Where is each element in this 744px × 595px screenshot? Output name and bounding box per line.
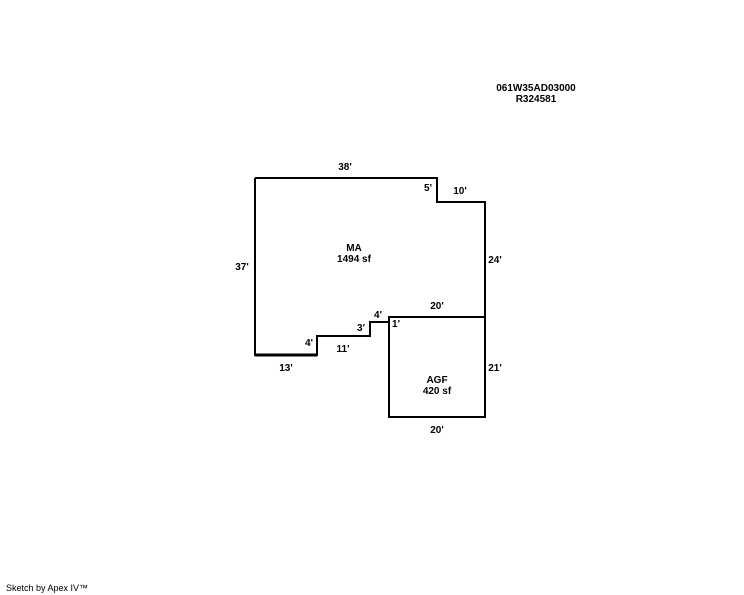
- dim-ma-step-down: 5': [424, 183, 432, 194]
- agf-outline: [388, 316, 486, 418]
- dim-jog-run2: 4': [374, 310, 382, 321]
- ma-outline: [254, 177, 486, 356]
- agf-area: 420 sf: [423, 386, 452, 397]
- software-credit: Sketch by Apex IV™: [6, 583, 89, 593]
- account-number: R324581: [516, 94, 557, 105]
- dim-agf-bottom: 20': [430, 425, 444, 436]
- dim-jog-up3: 1': [392, 319, 400, 330]
- dim-ma-right: 24': [488, 255, 502, 266]
- dim-jog-up1: 4': [305, 338, 313, 349]
- agf-label: AGF: [426, 375, 447, 386]
- ma-label: MA: [346, 243, 362, 254]
- dim-ma-step-right: 10': [453, 186, 467, 197]
- parcel-id: 061W35AD03000: [496, 83, 576, 94]
- dim-ma-top: 38': [338, 162, 352, 173]
- dim-agf-right: 21': [488, 363, 502, 374]
- dim-ma-bottom: 13': [279, 363, 293, 374]
- dim-agf-top: 20': [430, 301, 444, 312]
- ma-area: 1494 sf: [337, 254, 372, 265]
- dim-jog-up2: 3': [357, 323, 365, 334]
- dim-jog-run1: 11': [337, 344, 350, 355]
- dim-ma-left: 37': [235, 262, 249, 273]
